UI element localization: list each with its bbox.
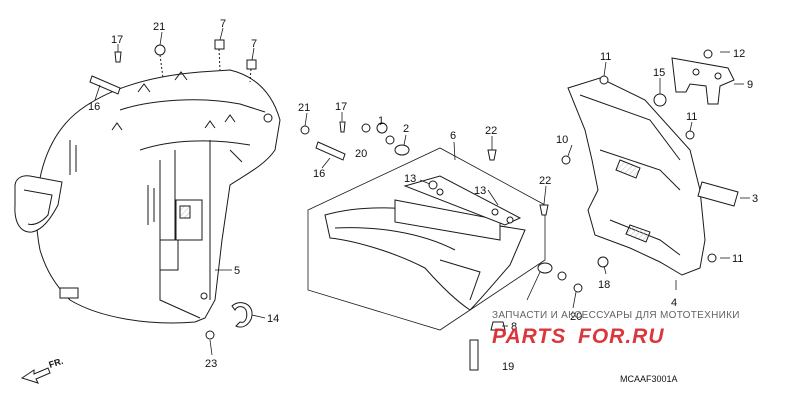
- watermark-brand-right: FOR.RU: [578, 325, 665, 348]
- nut-part-18: [597, 256, 609, 268]
- callout-22-a: 22: [485, 125, 497, 137]
- inner-fender-part-5: [14, 69, 281, 324]
- screw-part-17-center: [339, 121, 346, 133]
- bolt-part-20: [573, 283, 583, 293]
- collar-part-2-lower: [537, 262, 553, 274]
- callout-8: 8: [511, 321, 517, 333]
- callout-2: 2: [403, 123, 409, 135]
- screw-part-17-left: [114, 51, 122, 63]
- callout-11-b: 11: [686, 111, 697, 123]
- callout-7-b: 7: [251, 38, 257, 50]
- plate-part-3: [697, 181, 739, 207]
- callout-21-a: 21: [153, 21, 165, 33]
- callout-16-b: 16: [313, 168, 325, 180]
- callout-15: 15: [653, 67, 665, 79]
- callout-16-a: 16: [88, 101, 100, 113]
- bolt-part-10: [561, 155, 571, 165]
- front-direction-marker: FR.: [20, 356, 65, 384]
- callout-1: 1: [378, 115, 384, 127]
- callout-22-b: 22: [539, 175, 551, 187]
- pin-part-19: [469, 339, 479, 371]
- nut-part-21-center: [300, 125, 310, 135]
- callout-14: 14: [267, 313, 279, 325]
- callout-11-c: 11: [732, 253, 743, 265]
- callout-9: 9: [747, 79, 753, 91]
- nut-part-21-left: [154, 44, 166, 56]
- callout-18: 18: [598, 279, 610, 291]
- callout-6: 6: [450, 130, 456, 142]
- callout-4: 4: [671, 297, 677, 309]
- bracket-part-9: [671, 57, 735, 105]
- callout-20-a: 20: [355, 148, 367, 160]
- strip-part-16-center: [315, 141, 346, 161]
- callout-3: 3: [752, 193, 758, 205]
- callout-17-b: 17: [335, 101, 347, 113]
- callout-11-a: 11: [600, 51, 611, 63]
- bolt-part-23: [205, 330, 215, 340]
- callout-20-b: 20: [570, 311, 582, 323]
- clip-part-8: [490, 321, 506, 331]
- left-hardware: [89, 39, 257, 340]
- clip-part-7-a: [214, 39, 225, 50]
- center-hardware: [300, 121, 583, 371]
- screw-part-22-top: [487, 149, 497, 161]
- grommet-part-15: [653, 93, 667, 107]
- callout-5: 5: [234, 265, 240, 277]
- callout-21-b: 21: [298, 102, 310, 114]
- front-label: FR.: [48, 356, 65, 370]
- collar-part-2: [394, 144, 410, 156]
- rear-fender-part-6: [307, 147, 546, 331]
- callout-7-a: 7: [220, 18, 226, 30]
- clip-part-7-b: [246, 59, 257, 70]
- callout-10: 10: [556, 134, 568, 146]
- splash-guard-part-4: [561, 49, 739, 276]
- band-part-14: [231, 302, 253, 328]
- watermark-brand-left: PARTS: [492, 325, 566, 348]
- front-arrow-icon: [20, 367, 51, 384]
- nut-part-12: [703, 49, 713, 59]
- strip-part-16-left: [89, 75, 121, 95]
- bolt-part-11-bottom: [707, 253, 717, 263]
- callout-19: 19: [502, 361, 514, 373]
- watermark: ЗАПЧАСТИ И АКСЕССУАРЫ ДЛЯ МОТОТЕХНИКИ PA…: [492, 310, 740, 348]
- callout-13-b: 13: [474, 185, 486, 197]
- callout-12: 12: [733, 48, 745, 60]
- callout-23: 23: [205, 358, 217, 370]
- callout-labels: 1 2 3 4 5 6 7 7 8 9 10 11 11 11 12 13 13…: [88, 18, 758, 373]
- bolt-part-11-mid: [685, 130, 695, 140]
- callout-17-a: 17: [111, 34, 123, 46]
- leader-lines: [94, 27, 750, 356]
- watermark-tagline: ЗАПЧАСТИ И АКСЕССУАРЫ ДЛЯ МОТОТЕХНИКИ: [492, 310, 740, 321]
- diagram-code: MCAAF3001A: [620, 374, 678, 384]
- screw-part-22-mid: [539, 204, 549, 216]
- callout-13-a: 13: [404, 173, 416, 185]
- bolt-part-11-top: [599, 75, 609, 85]
